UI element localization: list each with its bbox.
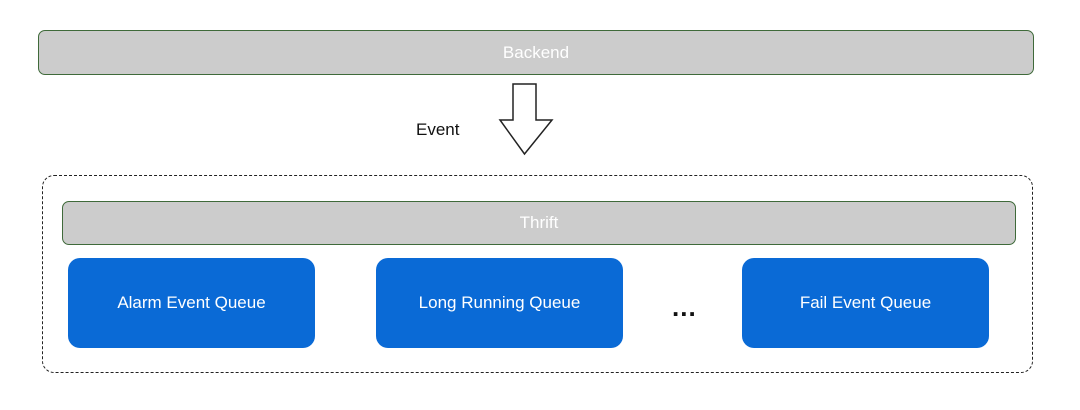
down-arrow-icon [498, 83, 554, 156]
alarm-event-queue: Alarm Event Queue [68, 258, 315, 348]
backend-bar: Backend [38, 30, 1034, 75]
thrift-bar: Thrift [62, 201, 1016, 245]
long-running-queue: Long Running Queue [376, 258, 623, 348]
queue-label: Long Running Queue [418, 293, 581, 312]
queue-label: Fail Event Queue [799, 293, 932, 312]
ellipsis: ... [672, 292, 697, 322]
thrift-label: Thrift [519, 213, 559, 232]
fail-event-queue: Fail Event Queue [742, 258, 989, 348]
thrift-container [42, 175, 1033, 373]
event-label: Event [416, 120, 460, 139]
queue-label: Alarm Event Queue [117, 293, 266, 312]
backend-label: Backend [502, 42, 570, 62]
